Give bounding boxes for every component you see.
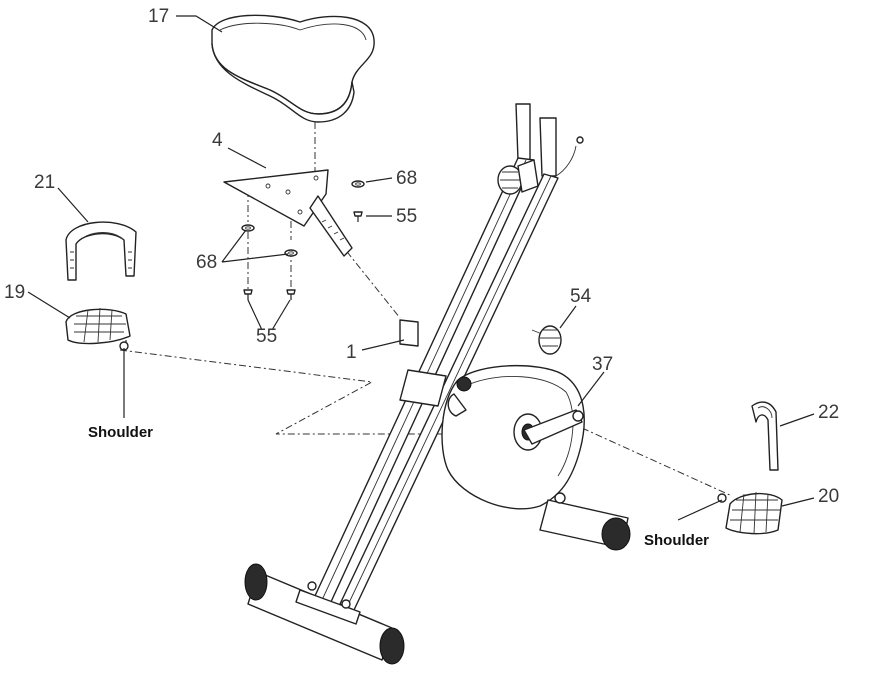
crank-arm-part-37 [523,409,584,445]
seat-part-17 [211,14,375,123]
callout-21: 21 [34,172,55,193]
callout-37: 37 [592,354,613,375]
callouts: 17 4 68 55 21 68 19 55 54 1 37 22 20 [4,6,839,507]
callout-55-right: 55 [396,206,417,227]
shoulder-labels: Shoulder Shoulder [88,424,709,549]
bolts-part-55 [243,211,363,300]
pedal-strap-part-22 [751,401,779,471]
callout-55-bottom: 55 [256,326,277,347]
shoulder-label-right: Shoulder [644,532,709,549]
leader-lines [27,15,815,521]
rear-stabilizer [539,492,631,551]
front-stabilizer [244,563,405,665]
callout-17: 17 [148,6,169,27]
callout-68-left: 68 [196,252,217,273]
flywheel-housing [441,364,585,510]
callout-68-right: 68 [396,168,417,189]
pedal-part-19 [65,307,131,351]
seat-plate-part-4 [223,169,353,257]
callout-22: 22 [818,402,839,423]
callout-20: 20 [818,486,839,507]
pedal-strap-part-21 [65,221,137,281]
frame [313,103,584,611]
callout-19: 19 [4,282,25,303]
callout-1: 1 [346,342,357,363]
tension-knob-part-54 [531,325,562,355]
callout-54: 54 [570,286,592,307]
pedal-part-20 [717,491,783,535]
callout-4: 4 [212,130,223,151]
shoulder-label-left: Shoulder [88,424,153,441]
